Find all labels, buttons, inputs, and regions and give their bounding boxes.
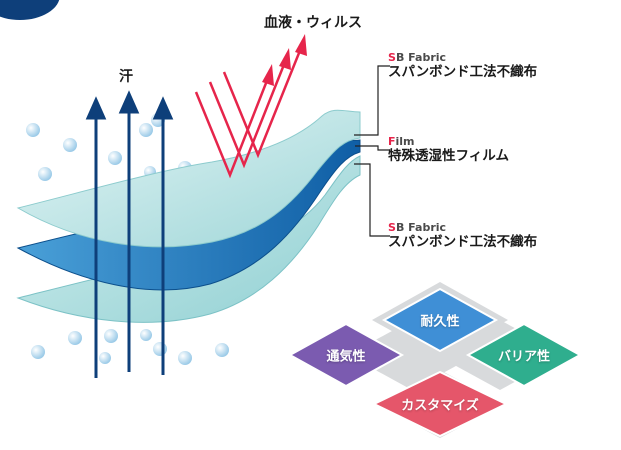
callout-code: SB Fabric: [388, 51, 447, 64]
feature-breathability: 通気性: [326, 349, 366, 365]
sweat-label: 汗: [119, 69, 133, 85]
callout-name: スパンボンド工法不織布: [388, 63, 538, 80]
feature-diamonds: [287, 282, 583, 438]
callout-name: 特殊透湿性フィルム: [388, 147, 509, 164]
blood-virus-label: 血液・ウィルス: [264, 15, 362, 31]
callout-sb-fabric-top: SB Fabric スパンボンド工法不織布: [388, 51, 538, 80]
callout-sb-fabric-bottom: SB Fabric スパンボンド工法不織布: [388, 221, 538, 250]
feature-customize: カスタマイズ: [401, 398, 479, 414]
callout-name: スパンボンド工法不織布: [388, 233, 538, 250]
blood-virus-arrows: [194, 47, 303, 179]
callout-code: SB Fabric: [388, 221, 447, 234]
top-fabric-layer: [16, 109, 361, 248]
callout-lines: [354, 65, 390, 237]
feature-barrier: バリア性: [497, 349, 551, 365]
callout-code: Film: [388, 135, 415, 148]
callout-film: Film 特殊透湿性フィルム: [388, 135, 509, 164]
feature-durability: 耐久性: [420, 314, 460, 330]
sweat-arrows: [85, 90, 174, 378]
